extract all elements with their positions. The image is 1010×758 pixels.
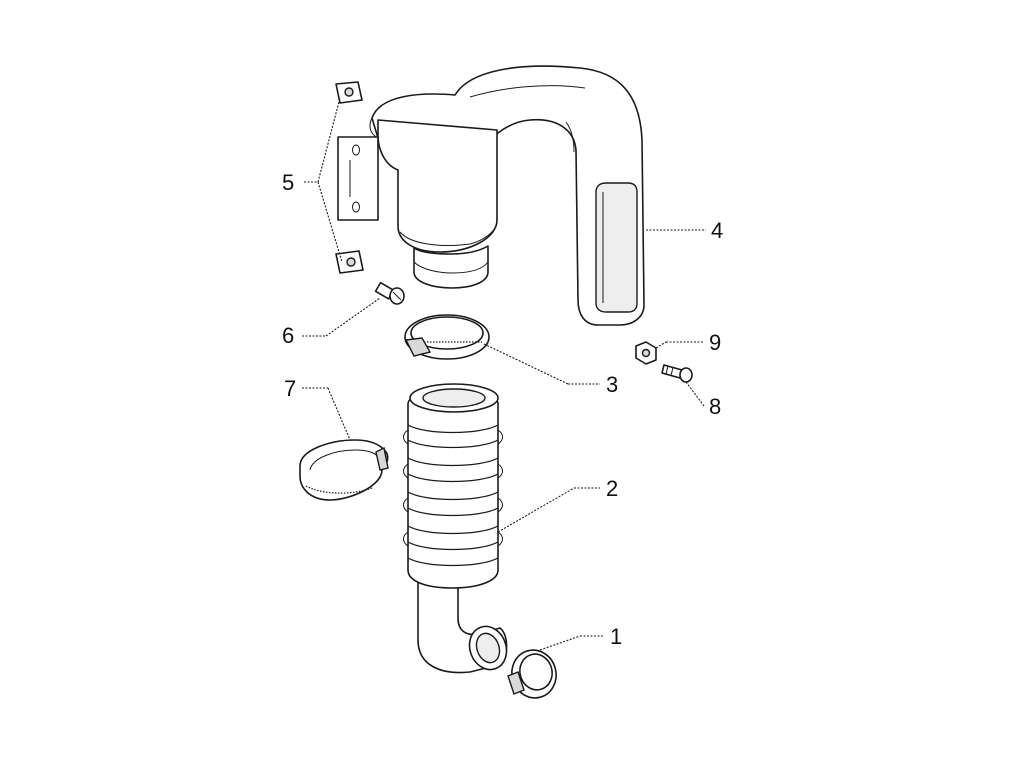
callout-8: 8 <box>709 394 721 419</box>
part-4-air-duct <box>337 65 645 326</box>
part-6-screw <box>374 281 405 305</box>
part-1-hose-clamp <box>507 649 557 699</box>
part-7-band-clamp <box>299 439 389 501</box>
callout-7: 7 <box>284 376 296 401</box>
part-9-nut <box>635 341 657 365</box>
part-5-clip-nut-lower <box>335 250 364 274</box>
part-5-clip-nut-upper <box>335 81 363 104</box>
callout-3: 3 <box>606 372 618 397</box>
callout-2: 2 <box>606 476 618 501</box>
callout-5: 5 <box>282 170 294 195</box>
callout-4: 4 <box>711 218 723 243</box>
callout-labels: 1 2 3 4 5 6 7 8 9 <box>282 170 723 649</box>
part-3-hose-clamp <box>404 314 490 360</box>
callout-9: 9 <box>709 330 721 355</box>
callout-6: 6 <box>282 323 294 348</box>
leader-lines <box>302 97 706 651</box>
part-8-bolt <box>661 364 693 383</box>
part-2-bellows-hose <box>403 383 508 674</box>
callout-1: 1 <box>610 624 622 649</box>
